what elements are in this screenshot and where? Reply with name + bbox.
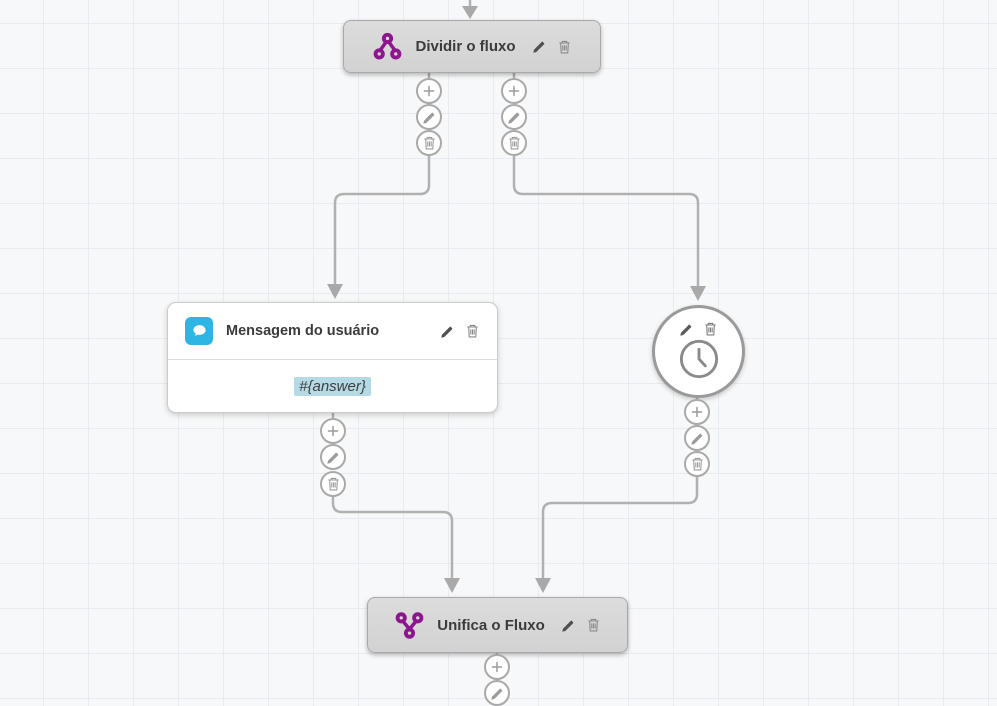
add-step-button[interactable] (484, 654, 510, 680)
delete-icon[interactable] (557, 39, 572, 55)
delete-icon[interactable] (465, 323, 480, 339)
edit-branch-button[interactable] (501, 104, 527, 130)
clock-icon (678, 338, 720, 380)
add-step-button[interactable] (684, 399, 710, 425)
edit-icon[interactable] (561, 618, 576, 633)
plus-icon (422, 84, 436, 98)
trash-icon (690, 456, 705, 472)
arrowhead-into-message (327, 284, 343, 299)
pencil-icon (422, 110, 437, 125)
node-user-message-header: Mensagem do usuário (168, 303, 497, 360)
node-split-title: Dividir o fluxo (415, 38, 516, 55)
node-split-flow[interactable]: Dividir o fluxo (343, 20, 601, 73)
plus-icon (326, 424, 340, 438)
delete-icon[interactable] (703, 321, 718, 337)
variable-chip[interactable]: #{answer} (294, 376, 371, 396)
node-wait-actions (679, 321, 718, 337)
plus-icon (490, 660, 504, 674)
plus-icon (690, 405, 704, 419)
connection-lines (327, 0, 706, 656)
pencil-icon (507, 110, 522, 125)
node-merge-title: Unifica o Fluxo (437, 616, 545, 634)
edit-icon[interactable] (440, 324, 455, 339)
plus-icon (507, 84, 521, 98)
add-step-button[interactable] (501, 78, 527, 104)
delete-branch-button[interactable] (416, 130, 442, 156)
trash-icon (422, 135, 437, 151)
edge-split-to-message (333, 156, 431, 284)
split-flow-icon (372, 32, 403, 61)
arrowhead-message-into-merge (444, 578, 460, 593)
pencil-icon (690, 431, 705, 446)
add-step-button[interactable] (320, 418, 346, 444)
edge-split-to-wait (512, 156, 700, 286)
add-step-button[interactable] (416, 78, 442, 104)
arrowhead-into-split (462, 6, 478, 19)
chat-bubble-icon (185, 317, 213, 345)
edit-branch-button[interactable] (484, 680, 510, 706)
edge-message-to-merge (331, 497, 454, 578)
edit-icon[interactable] (679, 322, 694, 337)
pencil-icon (326, 450, 341, 465)
edge-wait-to-merge (541, 477, 699, 578)
pencil-icon (490, 686, 505, 701)
delete-icon[interactable] (586, 617, 601, 633)
node-user-message-body: #{answer} (168, 360, 497, 412)
node-merge-flow[interactable]: Unifica o Fluxo (367, 597, 628, 653)
edit-branch-button[interactable] (320, 444, 346, 470)
merge-flow-icon (394, 611, 425, 640)
edit-branch-button[interactable] (416, 104, 442, 130)
edit-icon[interactable] (532, 39, 547, 54)
node-user-message[interactable]: Mensagem do usuário #{answer} (167, 302, 498, 413)
delete-branch-button[interactable] (684, 451, 710, 477)
arrowhead-into-wait (690, 286, 706, 301)
arrowhead-wait-into-merge (535, 578, 551, 593)
edit-branch-button[interactable] (684, 425, 710, 451)
node-wait[interactable] (652, 305, 745, 398)
node-user-message-title: Mensagem do usuário (226, 323, 380, 339)
trash-icon (507, 135, 522, 151)
delete-branch-button[interactable] (320, 471, 346, 497)
delete-branch-button[interactable] (501, 130, 527, 156)
trash-icon (326, 476, 341, 492)
